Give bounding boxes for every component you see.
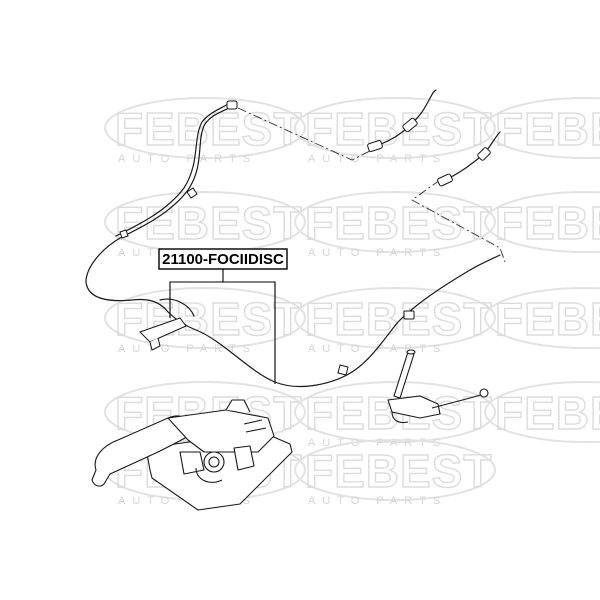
watermark-brand: FEBEST [495, 293, 600, 345]
watermark-logo: FEBEST AUTO PARTS [294, 439, 496, 507]
watermark-logo: FEBEST AUTO PARTS [104, 287, 306, 355]
watermark-tagline: AUTO PARTS [308, 153, 447, 165]
cable-adjuster [387, 349, 489, 424]
watermark-brand: FEBEST [305, 445, 492, 497]
cable-lever-loop [159, 298, 195, 317]
fitting-upper-1 [367, 140, 383, 152]
watermark-logo: FEBEST AUTO PARTS [294, 191, 496, 259]
fitting-upper-2 [402, 117, 418, 133]
cable-bracket [139, 317, 187, 351]
cable-end-upper [374, 89, 437, 147]
fitting-lower-1 [437, 173, 453, 187]
part-number-callout: 21100-FOCIIDISC [158, 248, 288, 384]
brake-cable [85, 103, 501, 388]
watermark-tagline: AUTO PARTS [308, 247, 447, 259]
watermark-tagline: AUTO PARTS [308, 495, 447, 507]
clip-top [226, 100, 238, 110]
watermark-brand: FEBEST [115, 293, 302, 345]
watermark-logo: FEBEST [484, 381, 600, 443]
watermark-logo: FEBEST AUTO PARTS [294, 97, 496, 165]
watermark-brand: FEBEST [495, 103, 600, 155]
adjuster-link [431, 393, 485, 409]
watermark-tagline: AUTO PARTS [118, 343, 257, 355]
watermark-logo: FEBEST [484, 191, 600, 253]
cable-inner-strand [115, 103, 229, 237]
leader-line-right [223, 281, 276, 384]
watermark-brand: FEBEST [305, 293, 492, 345]
clip-left-upper [186, 187, 198, 199]
watermark-brand: FEBEST [305, 103, 492, 155]
dashed-line-lower [411, 179, 506, 263]
watermark-tagline: AUTO PARTS [118, 153, 257, 165]
dashed-line-upper [237, 107, 373, 161]
cable-clips [119, 100, 415, 376]
adjuster-cable [391, 411, 409, 424]
part-number-label: 21100-FOCIIDISC [162, 251, 284, 268]
watermark-logo: FEBEST AUTO PARTS [104, 97, 306, 165]
clip-mid [337, 364, 349, 376]
leader-lines [169, 269, 276, 384]
watermark-logo: FEBEST [484, 97, 600, 159]
watermark-brand: FEBEST [305, 197, 492, 249]
watermark-logo: FEBEST [484, 287, 600, 349]
cable-main-run [85, 105, 501, 388]
watermark-brand: FEBEST [495, 197, 600, 249]
clip-right [403, 310, 415, 320]
hand-brake-lever [91, 399, 293, 511]
lever-arm [167, 409, 275, 453]
adjuster-end-ball [479, 388, 489, 398]
watermark-layer: FEBEST AUTO PARTS FEBEST AUTO PARTS FEBE… [104, 97, 600, 507]
rear-cable-fittings [367, 117, 491, 187]
watermark-tagline: AUTO PARTS [308, 343, 447, 355]
watermark-brand: FEBEST [115, 103, 302, 155]
watermark-logo: FEBEST AUTO PARTS [294, 287, 496, 355]
adjuster-rod-cap [406, 349, 416, 355]
clip-left [119, 229, 129, 239]
watermark-brand: FEBEST [495, 387, 600, 439]
dashed-reference-lines [237, 107, 506, 263]
leader-line-left [169, 269, 224, 318]
fitting-lower-2 [477, 147, 491, 161]
watermark-brand: FEBEST [115, 197, 302, 249]
